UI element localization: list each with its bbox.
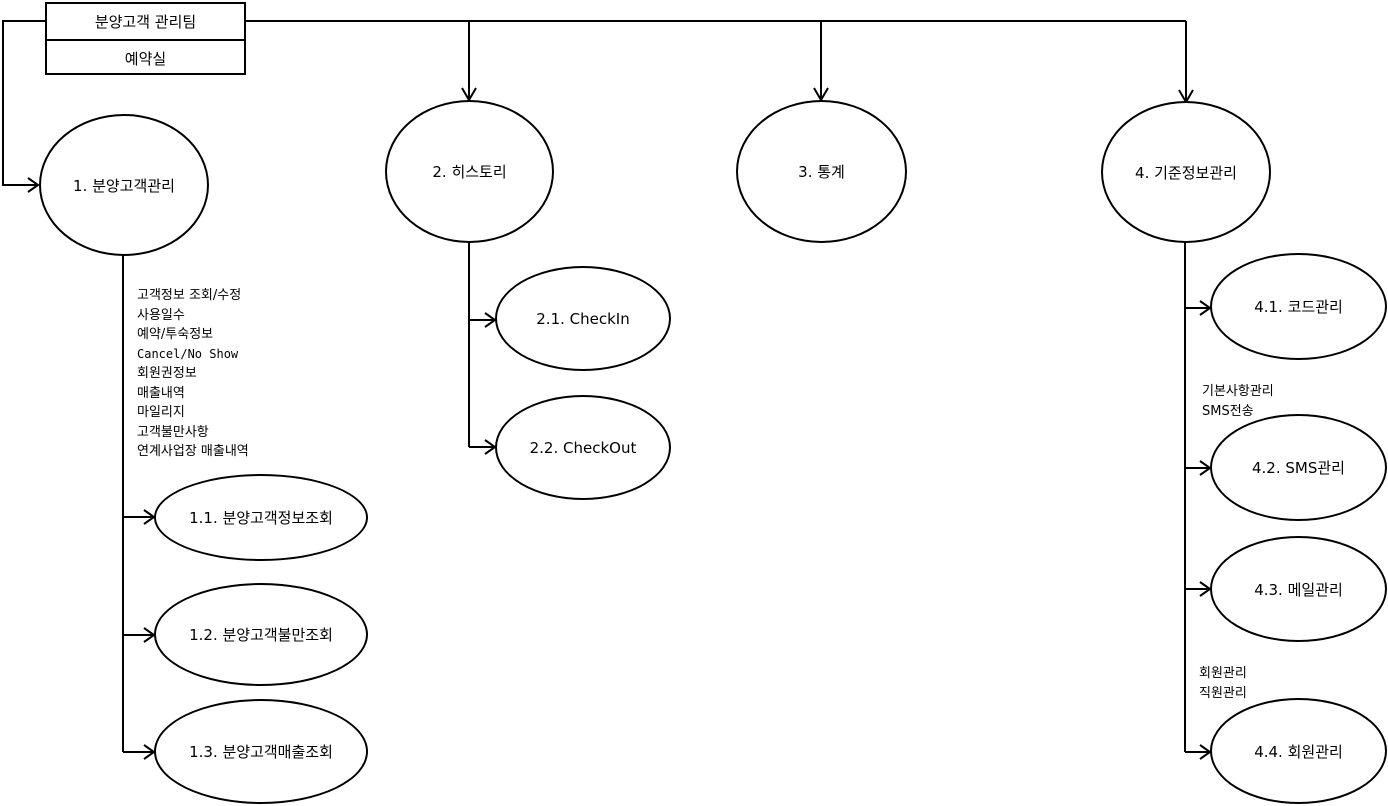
note-item: 회원권정보: [137, 366, 197, 381]
note-item: SMS전송: [1202, 403, 1254, 419]
note-item: 직원관리: [1199, 685, 1247, 701]
note-item: 매출내역: [137, 385, 185, 401]
node-member-management[interactable]: 4.4. 회원관리: [1210, 698, 1387, 804]
node-statistics[interactable]: 3. 통계: [736, 100, 907, 243]
connector-root-to-1: [2, 20, 45, 186]
org-unit-box: 분양고객 관리팀 예약실: [45, 2, 246, 75]
note-customer-features: 고객정보 조회/수정 사용일수 예약/투숙정보 Cancel/No Show 회…: [137, 286, 249, 462]
node-checkout[interactable]: 2.2. CheckOut: [495, 395, 671, 500]
node-sms-management[interactable]: 4.2. SMS관리: [1210, 414, 1387, 521]
note-item: 고객불만사항: [137, 424, 209, 440]
note-item: 예약/투숙정보: [137, 327, 214, 342]
node-customer-complaint-inquiry[interactable]: 1.2. 분양고객불만조회: [154, 583, 368, 686]
note-sms-features: 기본사항관리 SMS전송: [1202, 382, 1274, 421]
note-member-features: 회원관리 직원관리: [1199, 664, 1247, 703]
note-item: 연계사업장 매출내역: [137, 444, 249, 459]
note-item: Cancel/No Show: [137, 346, 239, 361]
node-master-data[interactable]: 4. 기준정보관리: [1101, 101, 1271, 243]
note-item: 기본사항관리: [1202, 384, 1274, 399]
node-customer-sales-inquiry[interactable]: 1.3. 분양고객매출조회: [154, 699, 368, 804]
node-mail-management[interactable]: 4.3. 메일관리: [1210, 536, 1387, 642]
team-name: 분양고객 관리팀: [47, 4, 244, 41]
node-history[interactable]: 2. 히스토리: [385, 100, 554, 243]
arrowhead-1: [27, 177, 40, 193]
note-item: 마일리지: [137, 405, 185, 420]
node-customer-management[interactable]: 1. 분양고객관리: [39, 114, 209, 256]
node-code-management[interactable]: 4.1. 코드관리: [1210, 253, 1387, 360]
node-customer-info-inquiry[interactable]: 1.1. 분양고객정보조회: [154, 474, 368, 561]
note-item: 회원관리: [1199, 666, 1247, 681]
room-name: 예약실: [124, 50, 167, 68]
note-item: 사용일수: [137, 307, 185, 323]
note-item: 고객정보 조회/수정: [137, 288, 242, 303]
node-checkin[interactable]: 2.1. CheckIn: [495, 266, 671, 371]
